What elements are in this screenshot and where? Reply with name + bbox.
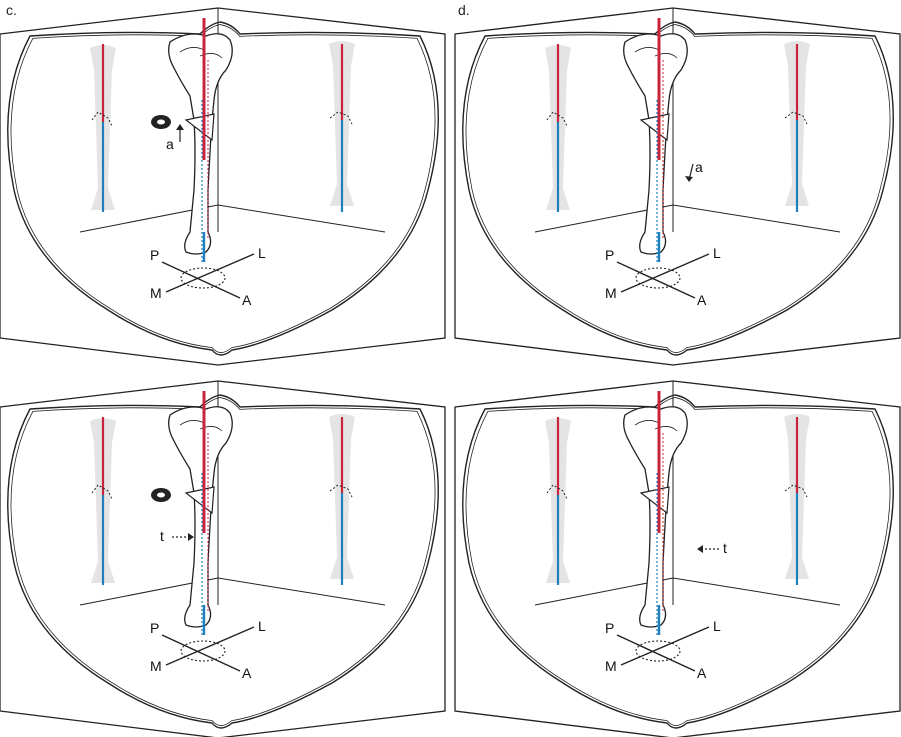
- axis-line-ML: [165, 626, 255, 666]
- axis-label-P: P: [150, 620, 159, 636]
- tibia-plateau-detail: [634, 47, 678, 59]
- axis-origin-ellipse: [180, 640, 226, 662]
- left-wall-angle-mark: [91, 111, 113, 127]
- axis-origin-ellipse: [635, 640, 681, 662]
- left-wall-angle-mark: [546, 484, 568, 500]
- right-wall-angle-mark: [784, 484, 808, 498]
- cutaway-curve-inner: [10, 24, 436, 353]
- cutaway-curve-outer: [7, 394, 439, 729]
- axis-label-A: A: [697, 292, 707, 308]
- marker-label: a: [695, 159, 703, 175]
- right-wall-angle-mark: [784, 111, 808, 125]
- axis-label-P: P: [150, 247, 159, 263]
- axis-label-A: A: [697, 665, 707, 681]
- axis-label-L: L: [258, 245, 266, 261]
- axis-line-ML: [165, 253, 255, 293]
- axis-label-M: M: [150, 285, 162, 301]
- translation-arrow-head: [697, 545, 703, 553]
- axis-label-L: L: [713, 245, 721, 261]
- axis-label-M: M: [605, 285, 617, 301]
- tibia-bone: [623, 406, 688, 628]
- translation-arrow-head: [188, 533, 194, 541]
- tibia-bone: [168, 406, 233, 628]
- panel-c-top: aP L M A: [0, 7, 446, 366]
- osteotomy-wedge: [184, 113, 215, 142]
- marker-label: t: [723, 540, 727, 556]
- left-wall-angle-mark: [546, 111, 568, 127]
- osteotomy-wedge: [184, 486, 215, 515]
- cross-section-icon-core: [157, 492, 165, 498]
- axis-label-M: M: [605, 658, 617, 674]
- tibia-bone: [623, 33, 688, 255]
- panel-label-d: d.: [458, 2, 470, 18]
- axis-line-PA: [161, 634, 241, 672]
- axis-line-PA: [161, 261, 241, 299]
- tibia-bone: [168, 33, 233, 255]
- cutaway-curve-inner: [465, 397, 891, 726]
- tibia-plateau-detail: [179, 420, 223, 432]
- floor-back-edges: [79, 204, 386, 233]
- panel-c-bottom: tP L M A: [0, 380, 446, 737]
- cutaway-curve-inner: [465, 24, 891, 353]
- tibia-plateau-detail: [179, 47, 223, 59]
- axis-label-A: A: [242, 292, 252, 308]
- axis-label-P: P: [605, 620, 614, 636]
- cutaway-curve-outer: [462, 394, 894, 729]
- floor-back-edges: [534, 577, 841, 606]
- cutaway-curve-inner: [10, 397, 436, 726]
- right-wall-angle-mark: [329, 111, 353, 125]
- floor-back-edges: [534, 204, 841, 233]
- axis-origin-ellipse: [635, 267, 681, 289]
- right-wall-angle-mark: [329, 484, 353, 498]
- left-wall-angle-mark: [91, 484, 113, 500]
- marker-label: t: [160, 528, 164, 544]
- axis-label-P: P: [605, 247, 614, 263]
- cross-section-icon-core: [157, 119, 165, 125]
- axis-label-A: A: [242, 665, 252, 681]
- rotation-arrow-head: [685, 176, 693, 182]
- panel-d-top: aP L M A: [454, 7, 901, 366]
- axis-line-ML: [620, 626, 710, 666]
- axis-line-PA: [616, 261, 696, 299]
- rotation-arrow-head: [176, 124, 184, 130]
- marker-label: a: [166, 136, 174, 152]
- panel-label-c: c.: [6, 2, 17, 18]
- panel-d-bottom: tP L M A: [454, 380, 901, 737]
- axis-label-L: L: [713, 618, 721, 634]
- axis-label-L: L: [258, 618, 266, 634]
- cutaway-curve-outer: [7, 21, 439, 356]
- osteotomy-wedge: [639, 486, 670, 515]
- cutaway-curve-outer: [462, 21, 894, 356]
- axis-label-M: M: [150, 658, 162, 674]
- axis-line-PA: [616, 634, 696, 672]
- osteotomy-wedge: [639, 113, 670, 142]
- axis-origin-ellipse: [180, 267, 226, 289]
- axis-line-ML: [620, 253, 710, 293]
- tibia-plateau-detail: [634, 420, 678, 432]
- floor-back-edges: [79, 577, 386, 606]
